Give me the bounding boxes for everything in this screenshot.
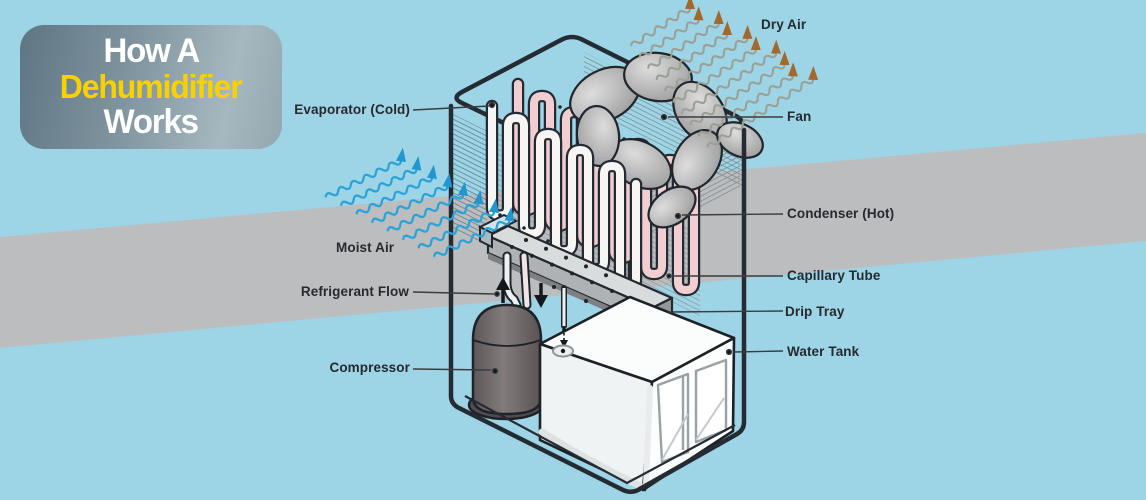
tank-recessed-panels: [656, 358, 728, 464]
refrigerant-flow-arrows: [496, 277, 548, 308]
title-line-2: Dehumidifier: [60, 67, 243, 105]
label-water-tank: Water Tank: [787, 344, 860, 359]
label-condenser: Condenser (Hot): [787, 206, 895, 221]
dry-air-arrows: [630, 0, 819, 148]
tank-drain: [552, 285, 574, 358]
title-line-1: How A: [103, 32, 200, 71]
label-dry-air: Dry Air: [761, 17, 807, 32]
fan-blades: [569, 51, 764, 229]
label-compressor: Compressor: [329, 360, 410, 375]
water-tank-part: [538, 295, 736, 492]
cabinet-outline-front: [448, 103, 747, 494]
moist-air-arrows: [324, 147, 515, 258]
label-refrigerant-flow: Refrigerant Flow: [300, 284, 409, 299]
compressor-part: [467, 303, 545, 421]
title-line-3: Works: [103, 103, 200, 142]
leader-lines: [412, 101, 784, 375]
label-moist-air: Moist Air: [336, 240, 395, 255]
label-capillary-tube: Capillary Tube: [787, 268, 881, 283]
title-badge: How A Dehumidifier Works: [20, 25, 282, 149]
refrigerant-pipes: [502, 251, 532, 310]
label-fan: Fan: [787, 109, 812, 124]
label-evaporator: Evaporator (Cold): [294, 102, 410, 117]
label-drip-tray: Drip Tray: [785, 304, 845, 319]
